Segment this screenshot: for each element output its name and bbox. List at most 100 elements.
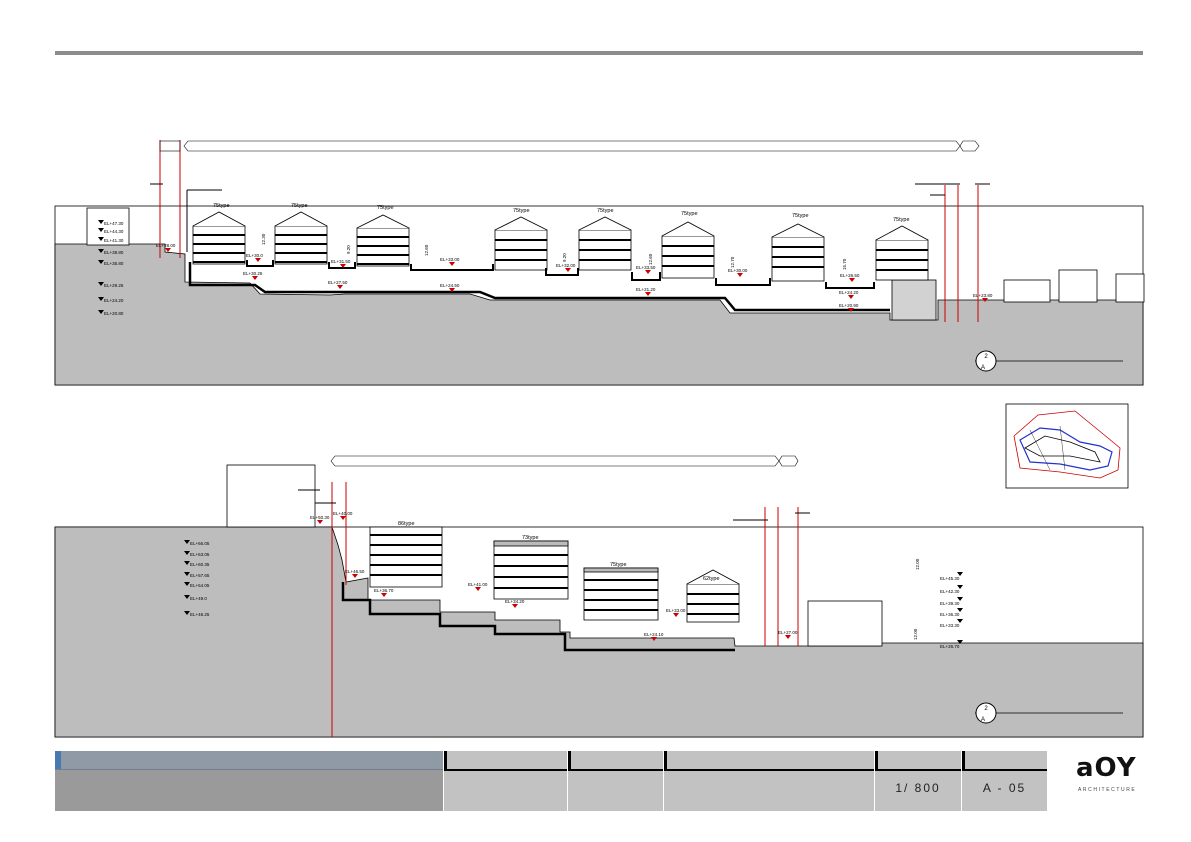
top-housing-block [274, 211, 328, 265]
elevation-marker-icon [184, 561, 190, 565]
elevation-marker-label: EL+34.20 [505, 599, 525, 604]
top-housing-block [771, 223, 825, 282]
top-section-core [891, 279, 937, 321]
elevation-label: EL+66.05 [190, 541, 210, 546]
elevation-marker-label: EL+27.50 [328, 280, 348, 285]
elevation-marker-icon [98, 260, 104, 264]
type-label: 75type [893, 217, 910, 223]
elevation-marker-label: EL+30.25 [243, 271, 263, 276]
dimension-label: 12.30 [261, 233, 266, 245]
top-bar-end [959, 140, 980, 152]
elevation-marker-label: EL+33.00 [666, 608, 686, 613]
elevation-label: EL+49.0 [190, 596, 207, 601]
bottom-section-labels: 86type73type75type62typeEL+66.05EL+63.05… [184, 511, 963, 649]
elevation-marker-icon [982, 298, 988, 302]
elevation-marker-icon [512, 604, 518, 608]
elevation-marker-icon [645, 270, 651, 274]
dimension-label: 12.70 [730, 256, 735, 268]
dimension-label: 12.60 [424, 244, 429, 256]
bottom-right-building [807, 600, 883, 647]
elevation-label: EL+29.25 [104, 283, 124, 288]
elevation-marker-label: EL+20.90 [839, 303, 859, 308]
top-bar-main [183, 140, 961, 152]
top-housing-block [494, 216, 548, 271]
top-bar-left [159, 140, 181, 152]
elevation-marker-label: EL+26.50 [840, 273, 860, 278]
bottom-housing-block [686, 569, 740, 623]
elevation-marker-icon [337, 285, 343, 289]
bottom-housing-block [493, 540, 569, 600]
dimension-label: 15.70 [842, 258, 847, 270]
elevation-label: EL+63.05 [190, 552, 210, 557]
type-label: 75type [377, 205, 394, 211]
elevation-marker-icon [255, 258, 261, 262]
svg-text:2: 2 [984, 354, 988, 360]
elevation-marker-label: EL+21.20 [636, 287, 656, 292]
title-block-project-area [55, 751, 443, 811]
type-label: 75type [597, 208, 614, 214]
elevation-marker-icon [352, 574, 358, 578]
bottom-red-lines [331, 482, 799, 737]
elevation-marker-icon [381, 593, 387, 597]
scale-value: 1/ 800 [895, 781, 941, 795]
elevation-marker-icon [98, 249, 104, 253]
type-label: 75type [681, 211, 698, 217]
elevation-marker-icon [449, 262, 455, 266]
elevation-label: EL+60.35 [190, 562, 210, 567]
sheet-number: A - 05 [982, 781, 1027, 795]
bottom-bar-main [330, 455, 780, 467]
type-label: 75type [291, 203, 308, 209]
elevation-marker-label: EL+23.80 [973, 293, 993, 298]
title-block-scale-cell: 1/ 800 [874, 751, 961, 811]
svg-text:A: A [981, 717, 985, 723]
elevation-marker-icon [849, 278, 855, 282]
logo-mark: aOY [1076, 753, 1137, 783]
bottom-bar-end [778, 455, 799, 467]
bottom-leaders [298, 489, 810, 521]
dimension-label: 9.20 [346, 245, 351, 254]
top-right-building-3 [1115, 273, 1145, 303]
firm-logo: aOY ARCHITECTURE [1076, 753, 1146, 798]
type-label: 75type [213, 203, 230, 209]
elevation-label: EL+33.30 [940, 623, 960, 628]
elevation-marker-icon [449, 288, 455, 292]
top-housing-block [875, 225, 929, 281]
title-block-cell-2 [567, 751, 663, 811]
title-block-cell-1 [443, 751, 567, 811]
title-block-cell-3 [663, 751, 874, 811]
elevation-marker-label: EL+28.00 [156, 243, 176, 248]
elevation-marker-icon [957, 640, 963, 644]
dimension-label: 12.60 [648, 253, 653, 265]
elevation-marker-icon [645, 292, 651, 296]
elevation-label: EL+54.05 [190, 583, 210, 588]
svg-text:2: 2 [984, 706, 988, 712]
elevation-marker-label: EL+30.0 [246, 253, 263, 258]
bottom-section-marker: 2 A [975, 702, 1123, 724]
top-left-building [86, 207, 130, 246]
elevation-marker-icon [184, 595, 190, 599]
top-rule [55, 51, 1143, 55]
elevation-marker-icon [184, 551, 190, 555]
svg-text:A: A [981, 365, 985, 371]
elevation-marker-label: EL+32.00 [556, 263, 576, 268]
logo-subtitle: ARCHITECTURE [1078, 787, 1137, 793]
elevation-marker-icon [651, 637, 657, 641]
elevation-marker-label: EL+33.00 [440, 257, 460, 262]
elevation-label: EL+36.30 [940, 612, 960, 617]
elevation-marker-icon [98, 282, 104, 286]
elevation-label: EL+57.65 [190, 573, 210, 578]
title-block: 1/ 800 A - 05 [55, 751, 1047, 811]
elevation-marker-label: EL+41.00 [468, 582, 488, 587]
type-label: 75type [610, 562, 627, 568]
elevation-marker-icon [848, 308, 854, 312]
type-label: 62type [703, 576, 720, 582]
elevation-marker-icon [848, 295, 854, 299]
elevation-marker-icon [184, 611, 190, 615]
elevation-marker-icon [785, 635, 791, 639]
top-section-marker: 2 A [975, 350, 1123, 372]
elevation-marker-icon [98, 220, 104, 224]
elevation-marker-label: EL+46.50 [345, 569, 365, 574]
bottom-section: 2 A 86type73type75type62typeEL+66.05EL+6… [54, 455, 1144, 738]
